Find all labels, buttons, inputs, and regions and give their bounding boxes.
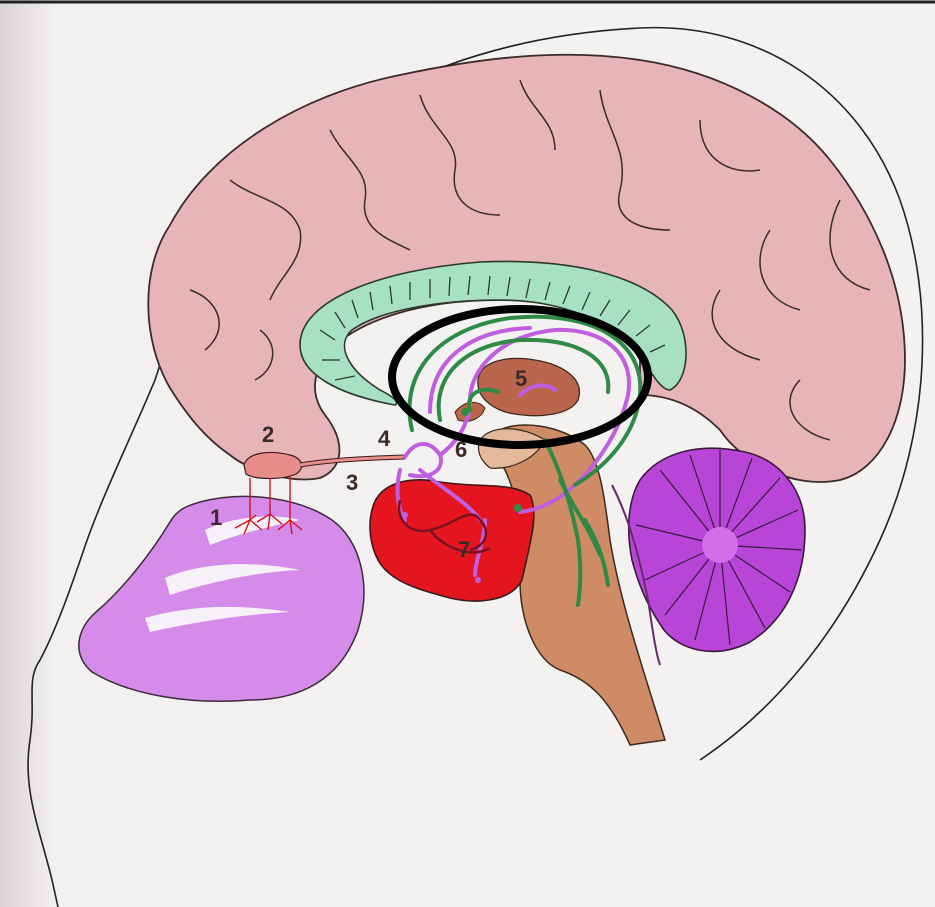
label-6: 6	[455, 437, 467, 462]
label-1: 1	[210, 505, 222, 530]
label-2: 2	[262, 422, 274, 447]
label-3: 3	[346, 470, 358, 495]
label-5: 5	[515, 366, 527, 391]
label-7: 7	[458, 537, 470, 562]
olfactory-bulb	[244, 452, 302, 478]
label-4: 4	[378, 426, 391, 451]
